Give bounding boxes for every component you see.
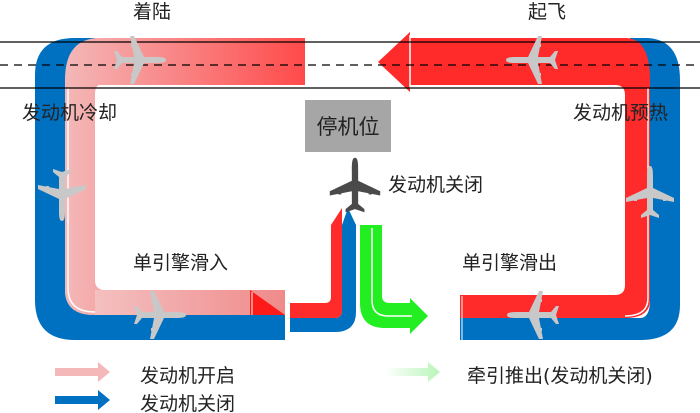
left-loop-inner-pink bbox=[65, 38, 305, 315]
right-loop-outer-blue bbox=[460, 38, 680, 340]
label-taxi-out: 单引擎滑出 bbox=[462, 252, 558, 274]
parking-stand: 停机位 bbox=[305, 100, 391, 152]
label-takeoff: 起飞 bbox=[528, 1, 567, 23]
stand-exit-red-arrow bbox=[290, 208, 342, 318]
label-landing: 着陆 bbox=[133, 1, 172, 23]
taxi-in-arrowhead bbox=[250, 290, 285, 315]
label-engine-warmup: 发动机预热 bbox=[573, 102, 669, 124]
pushback-green-arrow bbox=[360, 225, 428, 334]
label-engine-cooldown: 发动机冷却 bbox=[22, 102, 118, 124]
right-loop-inner-red bbox=[378, 32, 650, 318]
legend-engine-off-label: 发动机关闭 bbox=[140, 393, 236, 413]
legend-engine-on-arrow bbox=[55, 362, 110, 382]
legend-pushback-arrow bbox=[385, 362, 440, 382]
legend-engine-off-arrow bbox=[55, 390, 110, 410]
left-loop-outer-blue bbox=[35, 38, 285, 340]
legend-pushback-label: 牵引推出(发动机关闭) bbox=[467, 365, 653, 387]
label-engine-off-stand: 发动机关闭 bbox=[388, 174, 484, 196]
plane-icon-stand bbox=[329, 157, 381, 213]
stand-exit-blue-arrow bbox=[290, 208, 356, 332]
label-taxi-in: 单引擎滑入 bbox=[133, 252, 229, 274]
legend-engine-on-label: 发动机开启 bbox=[140, 365, 236, 387]
